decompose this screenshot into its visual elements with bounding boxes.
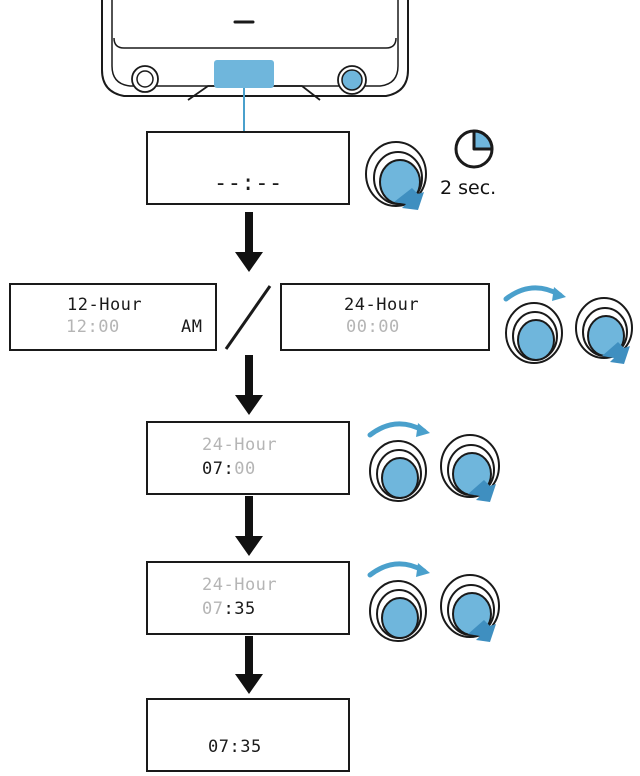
- knob-press-icon: [575, 297, 633, 364]
- display-hour-set-title: 24-Hour: [202, 435, 278, 455]
- knob-rotate-icon: [503, 285, 566, 364]
- display-24-hour-time: 00:00: [346, 317, 400, 337]
- knob-press-icon: [440, 574, 500, 642]
- knob-rotate-icon: [367, 561, 430, 642]
- clock-timer-icon: [454, 129, 494, 169]
- knob-press-icon: [440, 434, 500, 502]
- down-arrow-icon: [235, 355, 263, 415]
- hour-value: 07: [202, 459, 224, 479]
- display-blank: --:--: [146, 131, 350, 205]
- display-24-hour: 24-Hour 00:00: [280, 283, 490, 351]
- display-minute-set: 24-Hour 07:35: [146, 561, 350, 635]
- display-12-hour-time: 12:00: [66, 317, 120, 337]
- display-hour-set: 24-Hour 07:00: [146, 421, 350, 495]
- minute-value: 35: [234, 599, 256, 619]
- display-12-hour-ampm: AM: [181, 317, 203, 337]
- down-arrow-icon: [235, 212, 263, 272]
- display-final-time: 07:35: [208, 737, 262, 757]
- minute-value: 00: [234, 459, 256, 479]
- slash-divider: [224, 285, 272, 350]
- display-minute-set-time: 07:35: [202, 599, 256, 619]
- timer-label: 2 sec.: [440, 177, 497, 199]
- display-final: 07:35: [146, 698, 350, 772]
- display-24-hour-title: 24-Hour: [344, 295, 420, 315]
- display-hour-set-time: 07:00: [202, 459, 256, 479]
- time-separator: :: [223, 459, 235, 479]
- knob-press-icon: [365, 141, 427, 210]
- display-12-hour-title: 12-Hour: [67, 295, 143, 315]
- device-top-icon: [101, 0, 409, 132]
- display-12-hour: 12-Hour 12:00 AM: [9, 283, 217, 351]
- down-arrow-icon: [235, 496, 263, 556]
- display-blank-time: --:--: [214, 171, 283, 196]
- down-arrow-icon: [235, 636, 263, 694]
- time-separator: :: [223, 599, 235, 619]
- knob-rotate-icon: [367, 421, 430, 502]
- display-minute-set-title: 24-Hour: [202, 575, 278, 595]
- hour-value: 07: [202, 599, 224, 619]
